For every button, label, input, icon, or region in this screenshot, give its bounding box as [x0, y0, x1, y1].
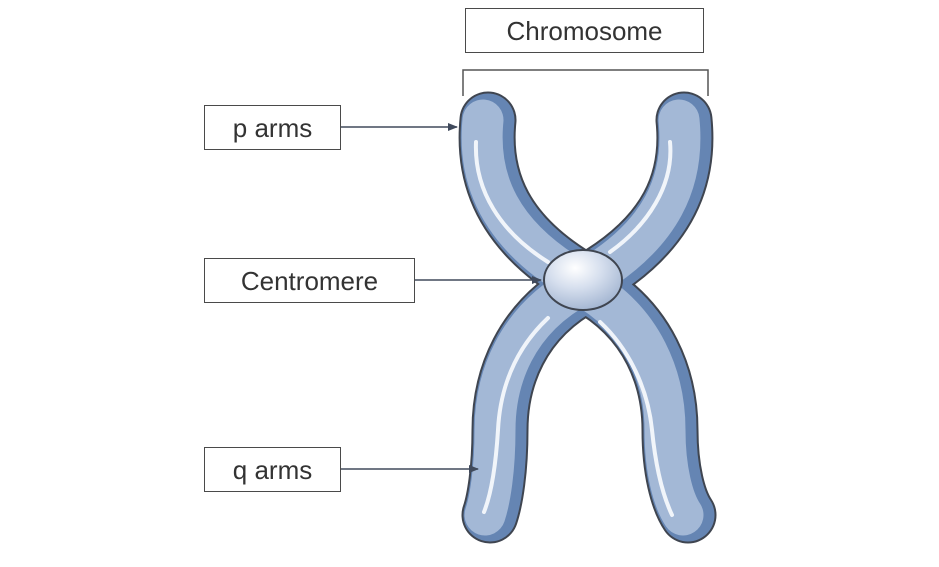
- chromosome-title: Chromosome: [506, 15, 663, 46]
- p-arms-label: p arms: [232, 112, 313, 143]
- centromere-shape: [543, 249, 623, 311]
- centromere-label-box: Centromere: [204, 258, 415, 303]
- q-arms-label-box: q arms: [204, 447, 341, 492]
- chromosome-shape: [458, 91, 717, 544]
- chromosome-title-box: Chromosome: [465, 8, 704, 53]
- chromosome-bracket: [462, 69, 709, 96]
- p-arms-label-box: p arms: [204, 105, 341, 150]
- q-arms-label: q arms: [232, 454, 313, 485]
- centromere-label: Centromere: [240, 265, 379, 296]
